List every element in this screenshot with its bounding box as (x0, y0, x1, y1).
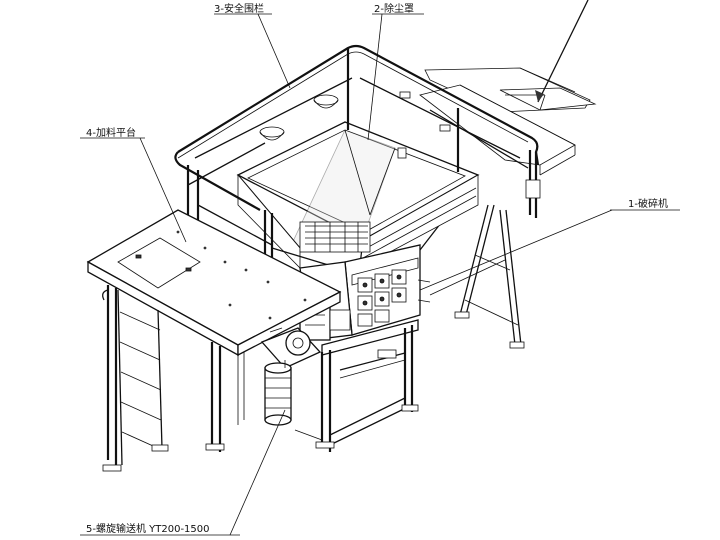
label-crusher: 1-破碎机 (628, 197, 668, 210)
discharge-chute (424, 67, 597, 113)
leader-lines (80, 0, 680, 536)
rear-support-frame (429, 204, 525, 349)
label-screw-conveyor: 5-螺旋输送机 YT200-1500 (86, 522, 210, 535)
hopper-dust-cover (236, 121, 480, 269)
callout-labels: 3-安全围栏 2-除尘罩 4-加料平台 1-破碎机 5-螺旋输送机 YT200-… (86, 2, 668, 535)
label-guardrail: 3-安全围栏 (214, 2, 264, 15)
access-ladder (102, 289, 169, 466)
platform-legs (102, 285, 245, 472)
feed-platform (86, 209, 342, 357)
label-dust-cover: 2-除尘罩 (374, 2, 414, 15)
safety-guardrail (174, 44, 541, 278)
crusher-base-frame (294, 319, 419, 452)
label-feed-platform: 4-加料平台 (86, 126, 136, 139)
screw-conveyor (260, 327, 322, 426)
